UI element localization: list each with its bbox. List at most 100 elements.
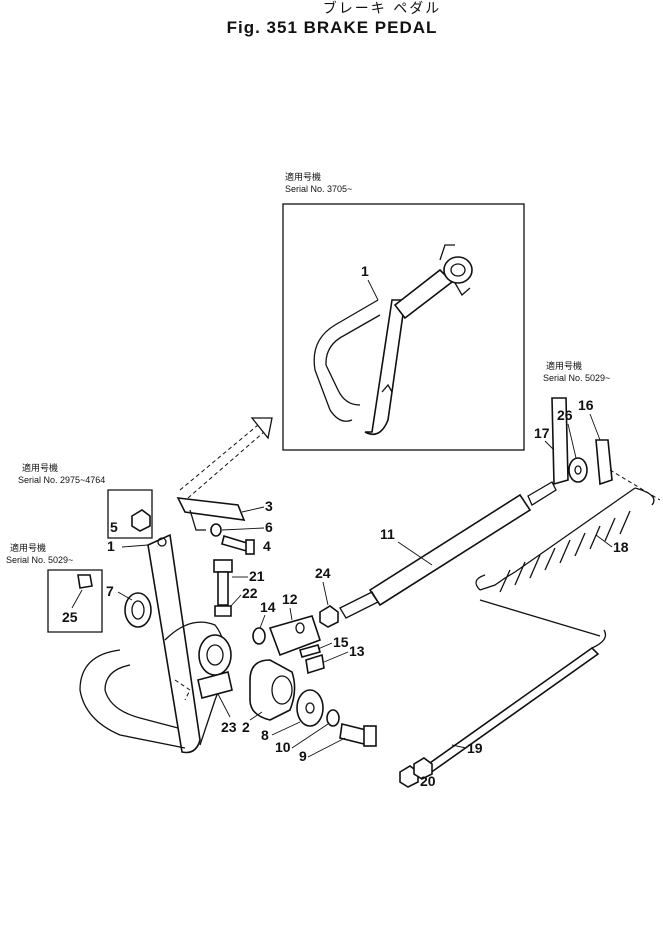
left-lower-serial-note: Serial No. 5029~ xyxy=(6,555,73,565)
part-10-washer xyxy=(326,709,340,727)
part-9-bolt-head xyxy=(363,725,377,747)
part-25-nipple xyxy=(77,574,93,589)
callout-8: 8 xyxy=(261,727,269,743)
leader-12 xyxy=(289,607,293,621)
callout-12: 12 xyxy=(282,591,298,607)
part-18-spring xyxy=(475,487,655,593)
left-upper-serial-note: Serial No. 2975~4764 xyxy=(18,475,105,485)
callout-18: 18 xyxy=(613,539,629,555)
callout-10: 10 xyxy=(275,739,291,755)
leader-15 xyxy=(317,642,333,650)
part-21-bolt-shank xyxy=(217,571,229,606)
part-19-rod xyxy=(418,646,600,778)
callout-6: 6 xyxy=(265,519,273,535)
part-7-washer-hole xyxy=(131,600,145,620)
callout-7: 7 xyxy=(106,583,114,599)
callout-4: 4 xyxy=(263,538,271,554)
part-11-rod xyxy=(368,493,532,607)
callout-1-inset: 1 xyxy=(361,263,369,279)
inset-frame xyxy=(282,203,525,451)
part-24-nut xyxy=(319,605,339,628)
left-upper-bracket xyxy=(107,489,153,539)
part-26-washer xyxy=(568,457,588,483)
part-7-washer xyxy=(124,592,152,628)
leader-14 xyxy=(259,614,266,629)
callout-19: 19 xyxy=(467,740,483,756)
part-13-pin xyxy=(305,653,325,675)
callout-11: 11 xyxy=(380,526,395,542)
part-16-bracket xyxy=(595,439,613,486)
part-5-nut xyxy=(131,509,151,532)
part-26-washer-hole xyxy=(574,465,582,475)
part-22-nut xyxy=(214,605,232,617)
leader-23 xyxy=(217,693,231,718)
callout-22: 22 xyxy=(242,585,258,601)
callout-9: 9 xyxy=(299,748,307,764)
main-pedal-drawing xyxy=(79,533,232,754)
leader-17 xyxy=(544,440,555,451)
japanese-title: ブレーキ ペダル xyxy=(323,0,441,17)
part-12-hole xyxy=(295,622,305,634)
leader-11 xyxy=(397,541,433,566)
direction-arrow xyxy=(179,417,273,499)
callout-14: 14 xyxy=(260,599,276,615)
left-upper-kanji-note: 適用号機 xyxy=(22,462,58,473)
callout-24: 24 xyxy=(315,565,331,581)
callout-13: 13 xyxy=(349,643,365,659)
right-serial-note: Serial No. 5029~ xyxy=(543,373,610,383)
leader-1 xyxy=(121,544,149,548)
leader-2 xyxy=(249,711,263,721)
part-11-thread-back xyxy=(527,481,557,506)
part-3-plate xyxy=(176,497,246,521)
leader-1-inset xyxy=(367,279,379,301)
part-12-clevis xyxy=(268,615,322,657)
right-kanji-note: 適用号機 xyxy=(546,360,582,371)
part-15-cotter xyxy=(299,644,321,658)
inset-pedal-drawing xyxy=(313,244,473,436)
part-21-bolt-head xyxy=(213,559,233,573)
callout-25: 25 xyxy=(62,609,78,625)
leader-22 xyxy=(229,594,242,608)
leader-8 xyxy=(271,721,301,736)
leader-13 xyxy=(323,651,349,663)
left-lower-bracket xyxy=(47,569,103,633)
part-23-pin xyxy=(197,671,233,699)
callout-1: 1 xyxy=(107,538,115,554)
leader-18 xyxy=(595,534,613,548)
callout-5: 5 xyxy=(110,519,118,535)
leader-7 xyxy=(117,591,133,601)
inset-kanji-note: 適用号機 xyxy=(285,171,321,182)
part-2-bushing-bore xyxy=(271,675,293,705)
inset-serial-note: Serial No. 3705~ xyxy=(285,184,352,194)
callout-17: 17 xyxy=(534,425,550,441)
figure-title: Fig. 351 BRAKE PEDAL xyxy=(227,18,438,37)
leader-24 xyxy=(322,581,329,606)
callout-26: 26 xyxy=(557,407,573,423)
leader-25 xyxy=(71,589,83,609)
callout-3: 3 xyxy=(265,498,273,514)
leader-19 xyxy=(451,744,467,749)
part-17-bracket xyxy=(551,397,569,486)
callout-21: 21 xyxy=(249,568,265,584)
leader-26 xyxy=(567,423,577,459)
callout-23: 23 xyxy=(221,719,237,735)
part-19-dash-link xyxy=(479,599,601,637)
part-8-washer-hole xyxy=(305,702,315,714)
part-4-bolt-head xyxy=(245,539,255,555)
part-19-hook xyxy=(591,629,607,649)
callout-2: 2 xyxy=(242,719,250,735)
spring-anchor-line xyxy=(609,469,661,501)
leader-16 xyxy=(589,413,601,441)
leader-3 xyxy=(241,506,265,513)
part-3-tab xyxy=(189,509,206,531)
leader-9 xyxy=(307,737,346,758)
part-11-thread-front xyxy=(339,591,379,619)
leader-6 xyxy=(221,527,265,531)
left-lower-kanji-note: 適用号機 xyxy=(10,542,46,553)
part-14-washer xyxy=(252,627,266,645)
callout-15: 15 xyxy=(333,634,349,650)
part-6-washer xyxy=(210,523,222,537)
part-9-bolt-shank xyxy=(339,723,367,745)
